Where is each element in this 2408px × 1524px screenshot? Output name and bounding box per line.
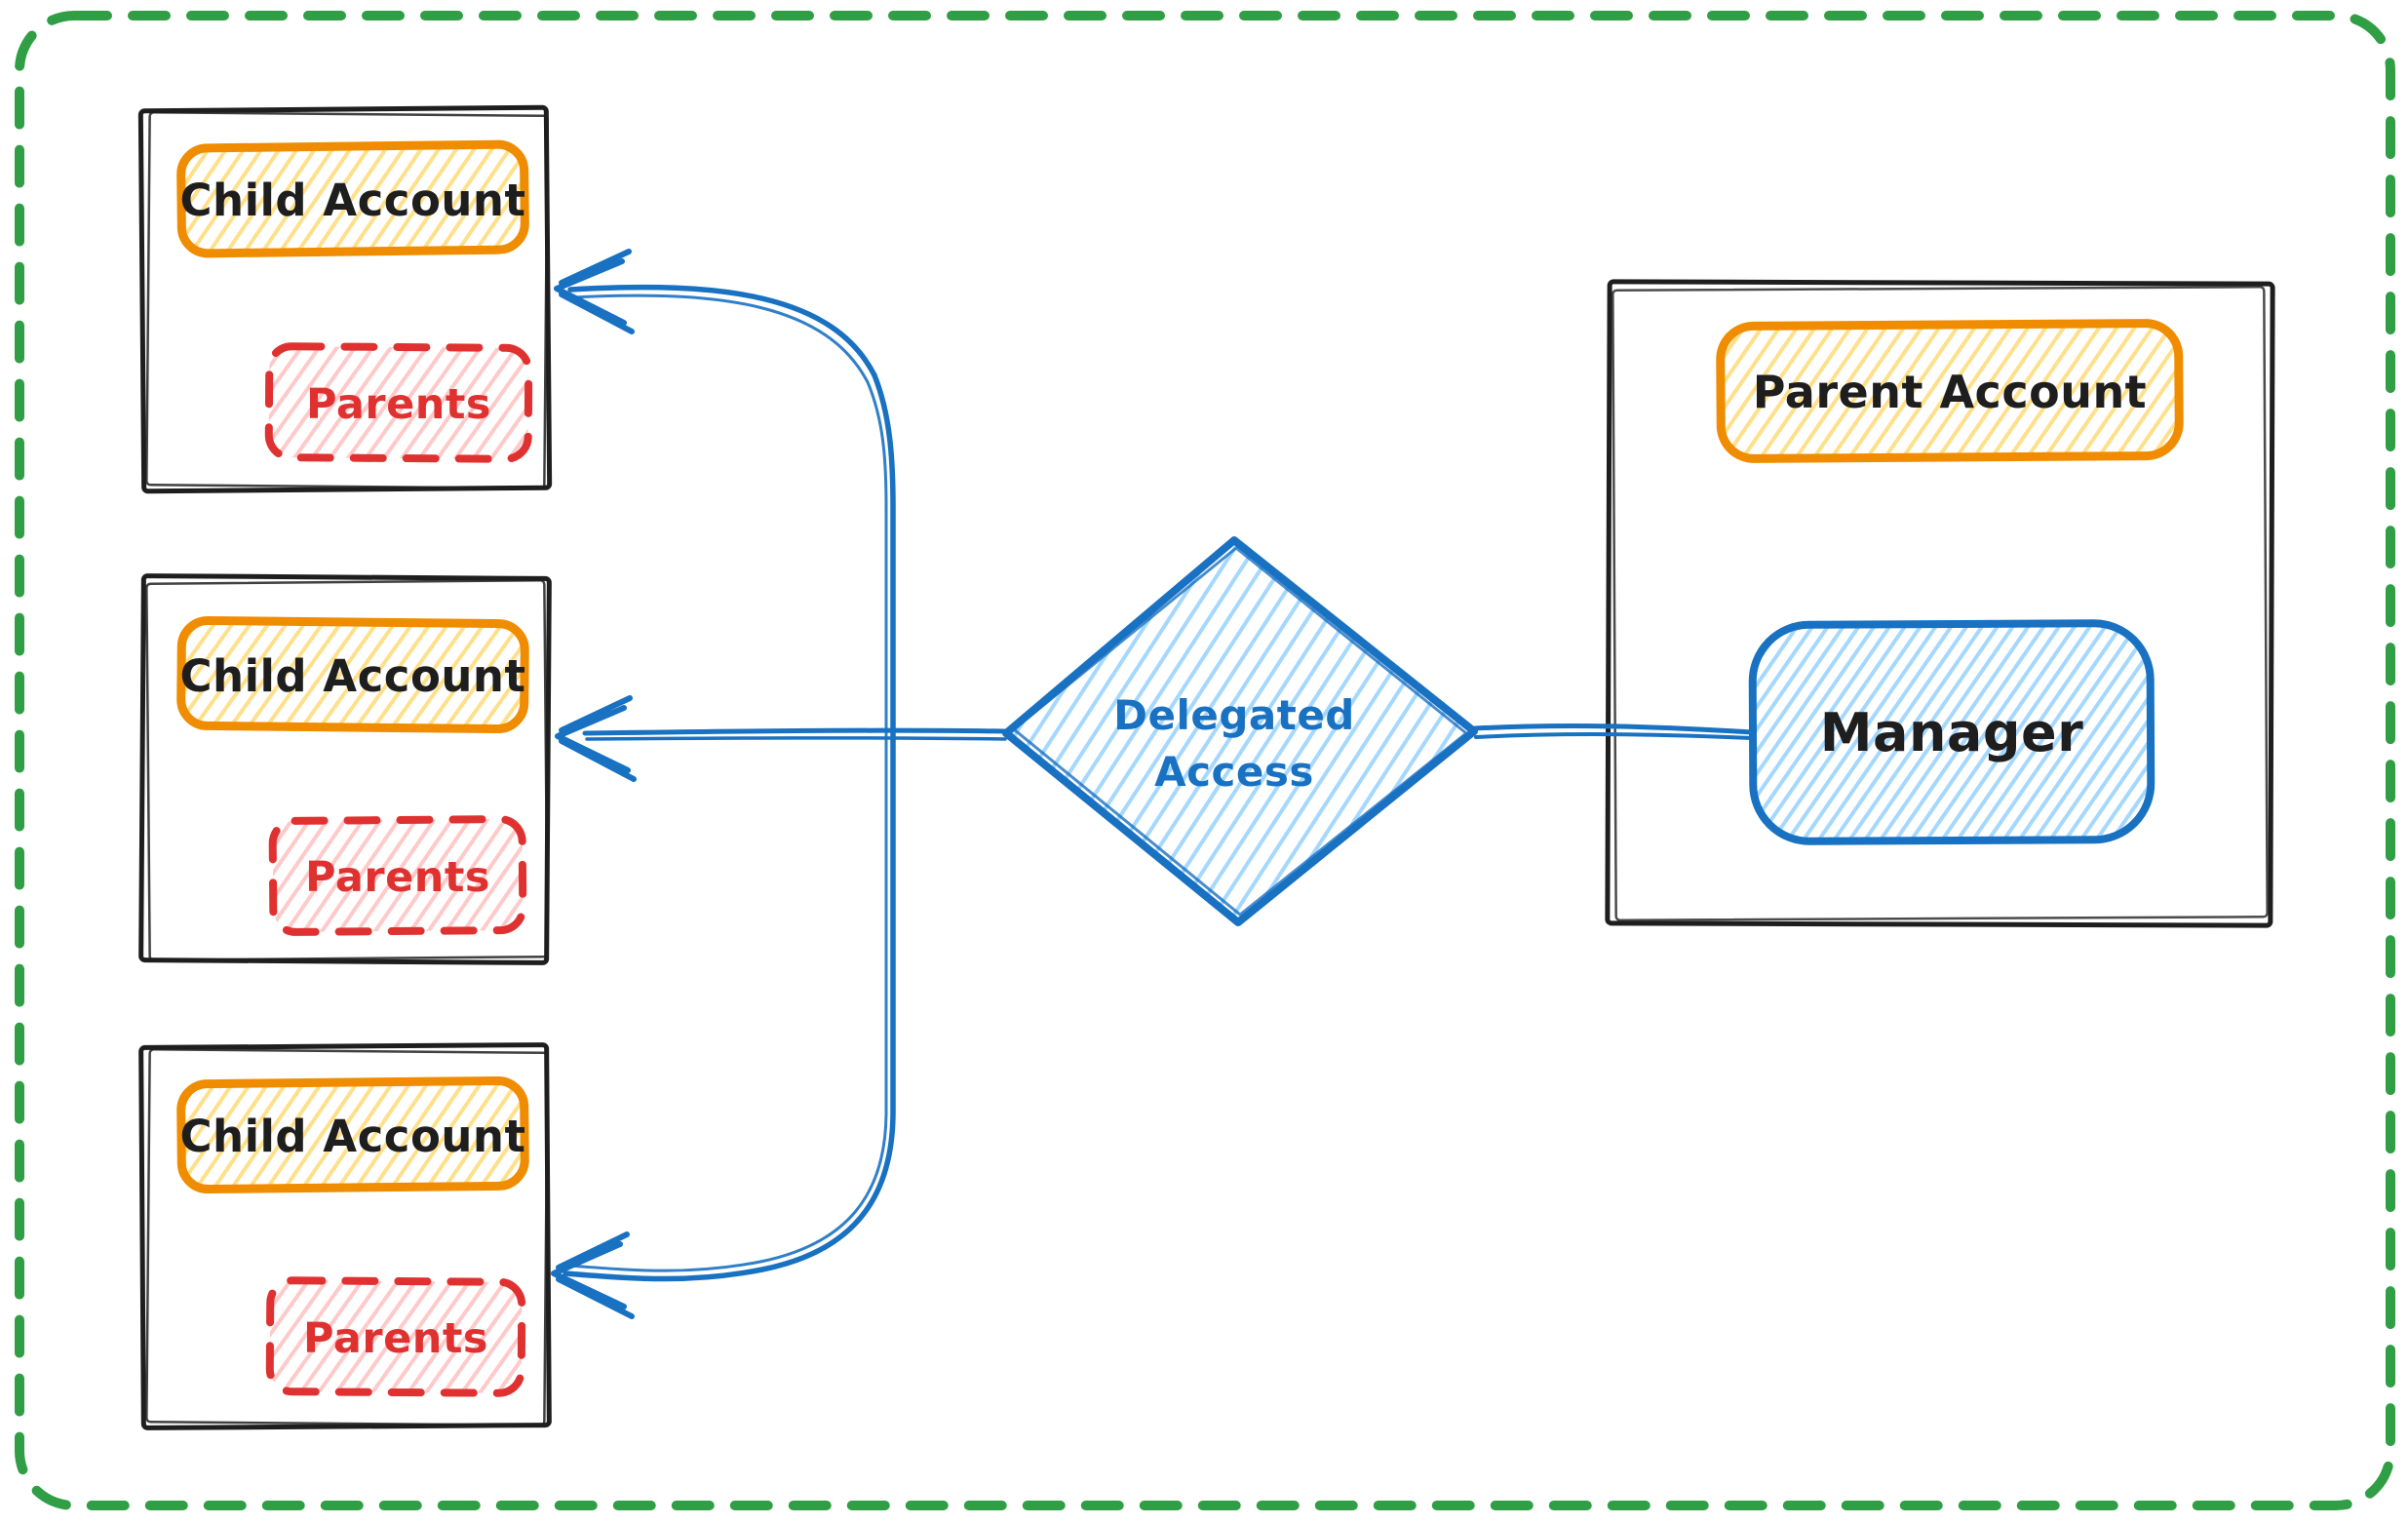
connector-trunk-to-child-1-and-3 xyxy=(551,249,896,1319)
connector-line-sketch xyxy=(585,736,1007,741)
arrowhead-into-child-2 xyxy=(555,695,637,782)
child-account-card-2: Child Account Parents xyxy=(138,573,552,965)
diamond-label-line1: Delegated xyxy=(1113,691,1355,739)
arrowhead-into-child-3 xyxy=(551,1231,635,1319)
delegated-access-diamond: Delegated Access xyxy=(1002,536,1478,926)
trunk-line xyxy=(563,284,896,1282)
connector-line-sketch xyxy=(1474,732,1754,740)
trunk-line-sketch xyxy=(567,293,888,1272)
diamond-label-line2: Access xyxy=(1154,748,1314,796)
connector-diamond-to-child-2 xyxy=(555,695,1008,782)
arrowhead-into-child-1 xyxy=(554,249,635,334)
parents-box xyxy=(265,1276,526,1397)
parents-box xyxy=(264,342,533,463)
child-account-label: Child Account xyxy=(180,1111,526,1162)
connector-line xyxy=(1472,723,1755,735)
child-account-label-box xyxy=(176,615,529,734)
child-account-card-1: Child Account Parents xyxy=(137,104,553,494)
parents-label: Parents xyxy=(303,1314,488,1363)
child-card-frame-sketch xyxy=(145,1048,549,1427)
parents-label: Parents xyxy=(305,853,490,902)
child-card-frame-sketch xyxy=(145,578,549,961)
diamond-shape-sketch xyxy=(1012,546,1468,917)
child-account-label: Child Account xyxy=(180,175,526,226)
child-account-label-box xyxy=(176,139,529,258)
parent-account-card: Parent Account Manager xyxy=(1605,279,2275,928)
parents-box xyxy=(268,815,527,936)
parent-account-label-box xyxy=(1716,319,2184,463)
green-dashed-border xyxy=(15,11,2395,1510)
child-account-card-3: Child Account Parents xyxy=(138,1042,552,1430)
manager-label: Manager xyxy=(1820,702,2083,763)
parents-label: Parents xyxy=(306,380,491,429)
parent-account-label: Parent Account xyxy=(1753,366,2147,418)
diamond-shape xyxy=(1002,536,1478,926)
child-account-label: Child Account xyxy=(180,650,526,702)
parent-card-frame-sketch xyxy=(1612,286,2269,921)
child-account-label-box xyxy=(176,1075,529,1194)
child-card-frame-sketch xyxy=(145,111,549,490)
connector-manager-to-diamond xyxy=(1472,723,1755,740)
connector-line xyxy=(582,727,1008,736)
